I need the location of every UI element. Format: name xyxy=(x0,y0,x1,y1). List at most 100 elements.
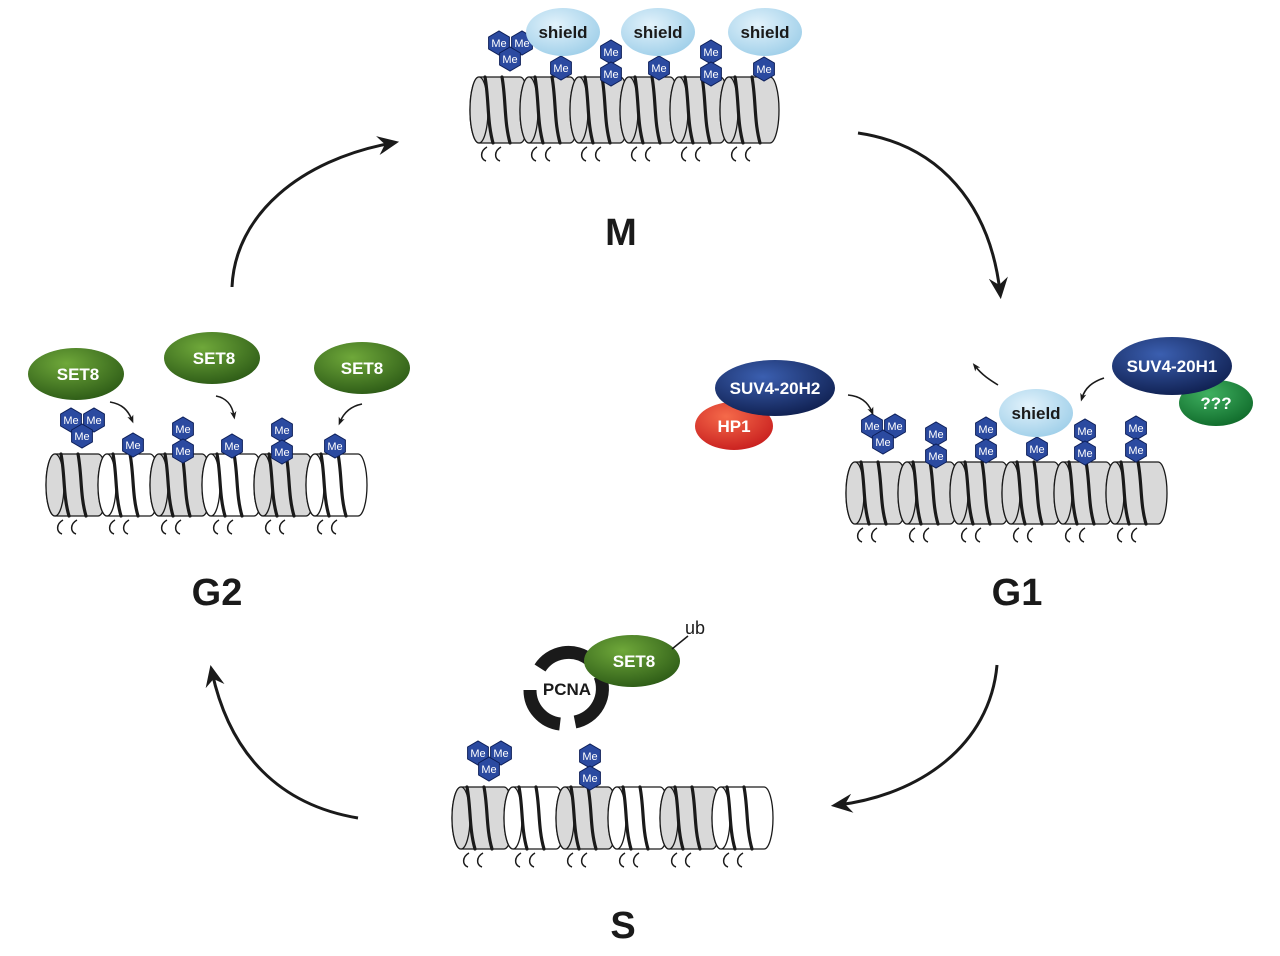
set8-g2-3: SET8 xyxy=(314,342,410,394)
svg-text:Me: Me xyxy=(582,751,597,763)
svg-text:Me: Me xyxy=(978,446,993,458)
svg-text:Me: Me xyxy=(63,415,78,427)
svg-text:Me: Me xyxy=(1077,448,1092,460)
nucleosome xyxy=(569,75,630,162)
shield-release-arrow xyxy=(972,363,999,386)
nucleosome xyxy=(711,785,774,868)
svg-text:SET8: SET8 xyxy=(341,359,384,378)
svg-text:shield: shield xyxy=(538,23,587,42)
svg-text:SUV4-20H2: SUV4-20H2 xyxy=(730,379,821,398)
me-mark: Me xyxy=(1074,418,1096,444)
arrow-g2-to-m xyxy=(230,136,400,288)
svg-text:Me: Me xyxy=(1128,423,1143,435)
me-mark: Me xyxy=(1026,436,1048,462)
me-mark: Me xyxy=(221,433,243,459)
nucleosome xyxy=(519,75,580,162)
nucleosome xyxy=(1001,460,1064,543)
nucleosome xyxy=(503,785,566,868)
nucleosome xyxy=(669,75,730,162)
me-mark: Me xyxy=(872,429,894,455)
me-mark: Me xyxy=(600,39,622,65)
shield-m-2: shield xyxy=(621,8,695,56)
svg-text:Me: Me xyxy=(928,451,943,463)
nucleosome xyxy=(845,460,908,543)
shield-m-1: shield xyxy=(526,8,600,56)
nucleosome xyxy=(97,452,160,535)
svg-text:Me: Me xyxy=(875,437,890,449)
svg-text:Me: Me xyxy=(1077,426,1092,438)
svg-text:SUV4-20H1: SUV4-20H1 xyxy=(1127,357,1218,376)
svg-text:Me: Me xyxy=(514,38,529,50)
svg-text:SET8: SET8 xyxy=(57,365,100,384)
phase-label-s: S xyxy=(610,905,635,947)
me-mark: Me xyxy=(600,61,622,87)
svg-text:Me: Me xyxy=(125,440,140,452)
me-mark: Me xyxy=(861,413,883,439)
nucleosome xyxy=(451,785,514,868)
ub-line xyxy=(671,635,689,650)
svg-text:Me: Me xyxy=(928,429,943,441)
pcna-label: PCNA xyxy=(543,680,591,699)
me-mark: Me xyxy=(324,433,346,459)
me-mark: Me xyxy=(83,407,105,433)
svg-text:Me: Me xyxy=(327,441,342,453)
me-mark: Me xyxy=(467,740,489,766)
svg-text:SET8: SET8 xyxy=(613,652,656,671)
phase-label-g1: G1 xyxy=(992,572,1043,614)
suv4-20h2-curved-arrow xyxy=(847,394,874,416)
svg-text:Me: Me xyxy=(603,69,618,81)
me-mark: Me xyxy=(488,30,510,56)
svg-text:Me: Me xyxy=(86,415,101,427)
svg-text:Me: Me xyxy=(887,421,902,433)
svg-text:Me: Me xyxy=(502,54,517,66)
arrow-s-to-g2 xyxy=(205,664,359,820)
svg-text:Me: Me xyxy=(274,425,289,437)
cycle-arrows xyxy=(205,131,1008,820)
svg-text:Me: Me xyxy=(864,421,879,433)
me-mark: Me xyxy=(1125,437,1147,463)
me-mark: Me xyxy=(490,740,512,766)
me-mark: Me xyxy=(579,743,601,769)
set8-g2-2: SET8 xyxy=(164,332,260,384)
nucleosome xyxy=(719,75,780,162)
me-mark: Me xyxy=(1125,415,1147,441)
me-mark: Me xyxy=(122,432,144,458)
me-mark: Me xyxy=(700,39,722,65)
me-mark: Me xyxy=(271,417,293,443)
nucleosome xyxy=(607,785,670,868)
nucleosome xyxy=(949,460,1012,543)
me-mark: Me xyxy=(478,756,500,782)
set8-g2-1: SET8 xyxy=(28,348,124,400)
me-mark: Me xyxy=(71,423,93,449)
svg-text:shield: shield xyxy=(633,23,682,42)
svg-text:Me: Me xyxy=(1128,445,1143,457)
me-mark: Me xyxy=(753,56,775,82)
me-mark: Me xyxy=(271,439,293,465)
set8-s-phase: SET8 xyxy=(584,635,680,687)
chromatin-fiber-s xyxy=(451,785,774,868)
svg-text:Me: Me xyxy=(491,38,506,50)
nucleosome xyxy=(305,452,368,535)
svg-text:Me: Me xyxy=(756,64,771,76)
suv4-20h1-protein: SUV4-20H1 xyxy=(1112,337,1232,395)
me-mark: Me xyxy=(925,421,947,447)
svg-text:Me: Me xyxy=(1029,444,1044,456)
svg-text:Me: Me xyxy=(74,431,89,443)
svg-text:Me: Me xyxy=(175,424,190,436)
nucleosome xyxy=(1053,460,1116,543)
svg-text:Me: Me xyxy=(224,441,239,453)
svg-text:Me: Me xyxy=(603,47,618,59)
svg-text:Me: Me xyxy=(470,748,485,760)
me-mark: Me xyxy=(1074,440,1096,466)
chromatin-fiber-g1 xyxy=(845,460,1168,543)
nucleosome xyxy=(201,452,264,535)
me-mark: Me xyxy=(975,438,997,464)
svg-text:Me: Me xyxy=(175,446,190,458)
me-mark: Me xyxy=(925,443,947,469)
ubiquitin-label: ub xyxy=(685,618,705,638)
svg-text:shield: shield xyxy=(1011,404,1060,423)
me-mark: Me xyxy=(60,407,82,433)
me-mark: Me xyxy=(975,416,997,442)
